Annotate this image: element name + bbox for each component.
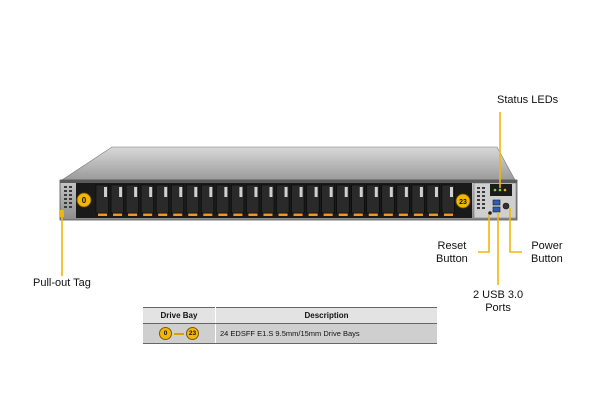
right-vent bbox=[477, 187, 485, 209]
legend-range-dash bbox=[174, 332, 184, 335]
legend-bay-from: 0 bbox=[159, 327, 172, 340]
drive-bay[interactable] bbox=[276, 184, 290, 216]
status-led-1 bbox=[493, 188, 497, 192]
drive-bay[interactable] bbox=[351, 184, 365, 216]
legend-bay-range: 0 23 bbox=[143, 323, 216, 344]
legend-description: 24 EDSFF E1.S 9.5mm/15mm Drive Bays bbox=[215, 323, 437, 344]
legend-header-row: Drive Bay Description bbox=[143, 307, 437, 324]
drive-bay[interactable] bbox=[321, 184, 335, 216]
status-led-3 bbox=[503, 188, 507, 192]
drive-bay[interactable] bbox=[216, 184, 230, 216]
usb-port-1[interactable] bbox=[492, 199, 501, 206]
drive-bay[interactable] bbox=[246, 184, 260, 216]
drive-bay[interactable] bbox=[201, 184, 215, 216]
legend-bay-to: 23 bbox=[186, 327, 199, 340]
drive-bay[interactable] bbox=[231, 184, 245, 216]
pullout-tag-label: Pull-out Tag bbox=[33, 277, 91, 289]
reset-button-label-line2: Button bbox=[436, 253, 468, 265]
drive-bay[interactable] bbox=[110, 184, 124, 216]
drive-bay[interactable] bbox=[261, 184, 275, 216]
drive-bay[interactable] bbox=[411, 184, 425, 216]
bay-marker-last-text: 23 bbox=[459, 199, 467, 206]
power-button[interactable] bbox=[502, 202, 510, 210]
bay-marker-first-text: 0 bbox=[82, 196, 87, 205]
left-vent bbox=[64, 186, 72, 208]
drive-bays bbox=[95, 184, 455, 216]
power-button-label-line2: Button bbox=[531, 253, 563, 265]
drive-bay[interactable] bbox=[366, 184, 380, 216]
usb-ports-label-line1: 2 USB 3.0 bbox=[473, 289, 524, 301]
drive-bay[interactable] bbox=[396, 184, 410, 216]
callout-line-reset bbox=[478, 215, 490, 253]
drive-bay[interactable] bbox=[125, 184, 139, 216]
legend-row: 0 23 24 EDSFF E1.S 9.5mm/15mm Drive Bays bbox=[143, 323, 437, 344]
legend-header-drive-bay: Drive Bay bbox=[143, 307, 216, 324]
callout-lines bbox=[61, 112, 522, 285]
drive-bay[interactable] bbox=[155, 184, 169, 216]
status-leds-label: Status LEDs bbox=[497, 94, 559, 106]
drive-bay[interactable] bbox=[441, 184, 455, 216]
usb-ports-label-line2: Ports bbox=[485, 302, 511, 314]
reset-button-label-line1: Reset bbox=[437, 240, 467, 252]
drive-bay[interactable] bbox=[306, 184, 320, 216]
chassis-top bbox=[61, 146, 516, 181]
drive-bay[interactable] bbox=[140, 184, 154, 216]
drive-bay[interactable] bbox=[291, 184, 305, 216]
reset-button-label: Reset Button bbox=[436, 240, 468, 266]
bay-marker-first: 0 bbox=[76, 192, 92, 208]
drive-bay[interactable] bbox=[426, 184, 440, 216]
drive-bay[interactable] bbox=[336, 184, 350, 216]
drive-bay-legend-table: Drive Bay Description 0 23 24 EDSFF E1.S … bbox=[143, 307, 437, 344]
power-button-label: Power Button bbox=[531, 240, 563, 266]
pullout-tag[interactable] bbox=[60, 210, 64, 217]
drive-bay[interactable] bbox=[381, 184, 395, 216]
usb-port-2[interactable] bbox=[492, 206, 501, 213]
drive-bay[interactable] bbox=[170, 184, 184, 216]
legend-header-description: Description bbox=[215, 307, 437, 324]
power-button-label-line1: Power bbox=[531, 240, 563, 252]
front-top-edge bbox=[60, 180, 517, 183]
drive-bay[interactable] bbox=[95, 184, 109, 216]
bay-marker-last: 23 bbox=[455, 193, 471, 209]
drive-bay[interactable] bbox=[186, 184, 200, 216]
reset-button[interactable] bbox=[488, 211, 492, 215]
status-led-2 bbox=[498, 188, 502, 192]
callout-line-power bbox=[509, 208, 522, 253]
usb-ports-label: 2 USB 3.0 Ports bbox=[473, 289, 523, 315]
